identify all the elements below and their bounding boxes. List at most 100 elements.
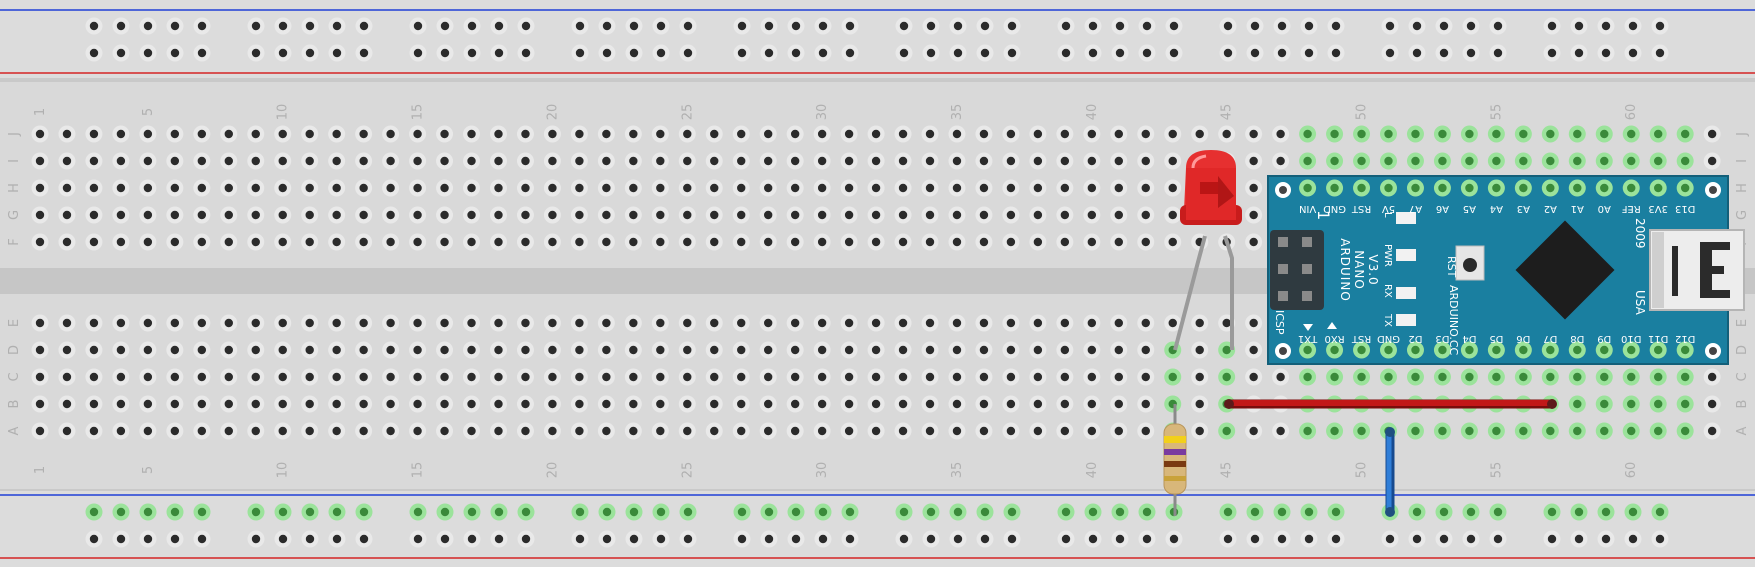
rail-bot-neg-3-0-inner [575, 507, 585, 517]
rail-top-neg-3-0-inner [575, 21, 585, 31]
rail-bot-pos-9-0-inner [1547, 534, 1557, 544]
hole-F13-inner [359, 237, 368, 247]
rail-bot-neg-3-3-inner [656, 507, 666, 517]
hole-D38-inner [1033, 345, 1043, 355]
nano-label-bottom-TX1: TX1 [1298, 333, 1318, 344]
hole-A38-inner [1033, 426, 1043, 436]
rail-bot-neg-0-4-inner [197, 507, 207, 517]
hole-I17-inner [467, 156, 476, 166]
hole-F31-inner [844, 237, 854, 247]
hole-C41-inner [1114, 372, 1124, 382]
hole-J25-inner [683, 129, 692, 139]
nano-label-top-A0: A0 [1598, 203, 1611, 214]
hole-I19-inner [521, 156, 530, 166]
hole-H21-inner [575, 183, 584, 193]
rail-top-neg-0-1-inner [116, 21, 126, 31]
hole-D35-inner [952, 345, 962, 355]
hole-B29-inner [790, 399, 800, 409]
red-jumper-wire[interactable] [1224, 399, 1557, 409]
rail-bot-neg-9-3-inner [1628, 507, 1638, 517]
hole-F25-inner [683, 237, 692, 247]
hole-I10-inner [278, 156, 287, 166]
hole-B58-inner [1573, 399, 1582, 409]
hole-H24-inner [656, 183, 665, 193]
row-label-right-A: A [1735, 426, 1750, 435]
hole-E18-inner [494, 318, 503, 328]
hole-H8-inner [224, 183, 233, 193]
rail-bot-pos-6-1-inner [1088, 534, 1098, 544]
hole-I21-inner [575, 156, 584, 166]
rail-bot-pos-8-3-inner [1466, 534, 1476, 544]
hole-D31-inner [844, 345, 854, 355]
rail-bot-pos-6-2-inner [1115, 534, 1125, 544]
rail-bot-pos-1-1-inner [278, 534, 288, 544]
hole-D10-inner [278, 345, 287, 355]
hole-C15-inner [413, 372, 422, 382]
hole-E24-inner [656, 318, 665, 328]
hole-A9-inner [251, 426, 260, 436]
hole-H6-inner [170, 183, 180, 193]
hole-C14-inner [386, 372, 395, 382]
rail-bot-pos-2-0-inner [413, 534, 423, 544]
hole-G23-inner [629, 210, 638, 220]
rail-top-neg-7-3-inner [1304, 21, 1314, 31]
hole-E33-inner [898, 318, 908, 328]
column-label-top-10: 10 [276, 104, 291, 121]
hole-A18-inner [494, 426, 503, 436]
rail-top-pos-3-0-inner [575, 48, 585, 58]
rail-bot-pos-7-0-inner [1223, 534, 1233, 544]
hole-A58-inner [1573, 426, 1582, 436]
hole-J41-inner [1114, 129, 1124, 139]
hole-E7-inner [197, 318, 207, 328]
row-label-left-J: J [7, 132, 22, 137]
hole-B61-inner [1654, 399, 1663, 409]
hole-B2-inner [62, 399, 72, 409]
hole-J35-inner [952, 129, 962, 139]
rail-bot-neg-6-3-inner [1142, 507, 1152, 517]
hole-H23-inner [629, 183, 638, 193]
arduino-nano[interactable] [1267, 175, 1745, 365]
rail-bot-neg-4-3-inner [818, 507, 828, 517]
hole-I46-inner [1249, 156, 1258, 166]
hole-I58-inner [1573, 156, 1582, 166]
hole-D17-inner [467, 345, 476, 355]
hole-C54-inner [1465, 372, 1474, 382]
nano-pad-top-3V3-inner [1654, 183, 1663, 193]
hole-G35-inner [952, 210, 962, 220]
hole-B24-inner [656, 399, 665, 409]
hole-H17-inner [467, 183, 476, 193]
nano-pad-bottom-D12-inner [1680, 345, 1690, 355]
hole-C17-inner [467, 372, 476, 382]
resistor[interactable] [1163, 404, 1187, 516]
hole-I38-inner [1033, 156, 1043, 166]
rail-top-pos-8-0-inner [1385, 48, 1395, 58]
hole-B25-inner [683, 399, 692, 409]
hole-D4-inner [116, 345, 126, 355]
hole-H14-inner [386, 183, 395, 193]
hole-B62-inner [1680, 399, 1690, 409]
rail-top-neg-8-2-inner [1439, 21, 1449, 31]
rail-bot-pos-0-0-inner [89, 534, 99, 544]
blue-jumper-wire[interactable] [1385, 427, 1395, 517]
hole-C38-inner [1033, 372, 1043, 382]
hole-I16-inner [440, 156, 449, 166]
hole-J13-inner [359, 129, 368, 139]
reset-button[interactable] [1463, 258, 1477, 272]
rail-top-pos-4-2-inner [791, 48, 801, 58]
hole-A47-inner [1276, 426, 1285, 436]
hole-J43-inner [1168, 129, 1177, 139]
nano-label-bottom-D3: D3 [1435, 333, 1449, 344]
rail-top-pos-3-4-inner [683, 48, 693, 58]
hole-H30-inner [817, 183, 827, 193]
hole-F14-inner [386, 237, 395, 247]
hole-B15-inner [413, 399, 422, 409]
red-led[interactable] [1173, 150, 1242, 351]
hole-A12-inner [332, 426, 341, 436]
nano-label-bottom-RST: RST [1351, 333, 1371, 344]
hole-D8-inner [224, 345, 233, 355]
hole-J12-inner [332, 129, 341, 139]
nano-label-top-D13: D13 [1675, 203, 1695, 214]
rail-top-pos-2-0-inner [413, 48, 423, 58]
hole-H35-inner [952, 183, 962, 193]
